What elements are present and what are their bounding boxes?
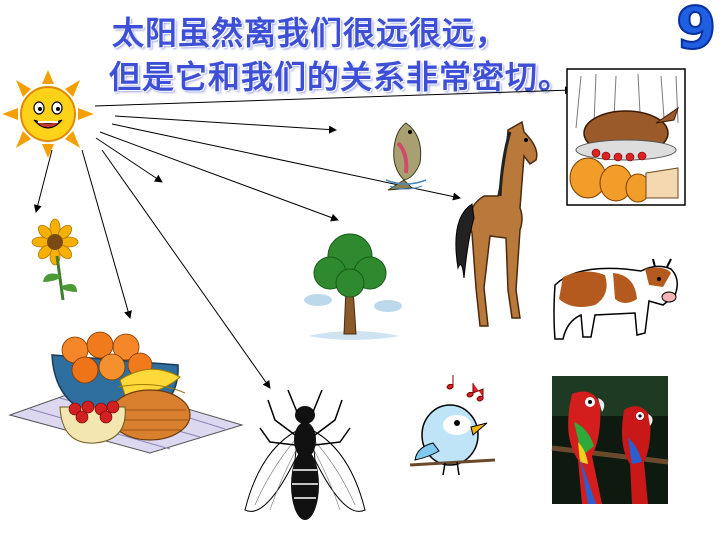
- arrow-to-fruit: [81, 149, 132, 319]
- arrow-to-fish: [114, 115, 337, 134]
- arrow-to-sunflower-right: [95, 137, 163, 183]
- arrow-to-sunflower: [33, 149, 53, 213]
- fly-icon: [244, 389, 366, 520]
- sunflower-icon: [31, 218, 79, 301]
- roast-turkey-icon: [566, 68, 686, 206]
- cow-icon: [553, 258, 678, 340]
- sun-icon: [2, 70, 94, 158]
- horse-icon: [455, 120, 538, 327]
- parrots-icon: [551, 376, 669, 504]
- page-number: 9: [675, 0, 717, 63]
- slide-title-line-2: 但是它和我们的关系非常密切。: [108, 58, 571, 96]
- arrow-to-tree: [99, 131, 339, 222]
- tree-icon: [304, 233, 402, 340]
- singing-bird-icon: [409, 375, 496, 476]
- slide-title-line-1: 太阳虽然离我们很远很远，: [111, 14, 508, 52]
- arrow-to-fly: [101, 149, 271, 389]
- fruit-basket-icon: [8, 331, 244, 454]
- arrow-to-turkey: [94, 86, 573, 107]
- fish-icon: [385, 122, 427, 191]
